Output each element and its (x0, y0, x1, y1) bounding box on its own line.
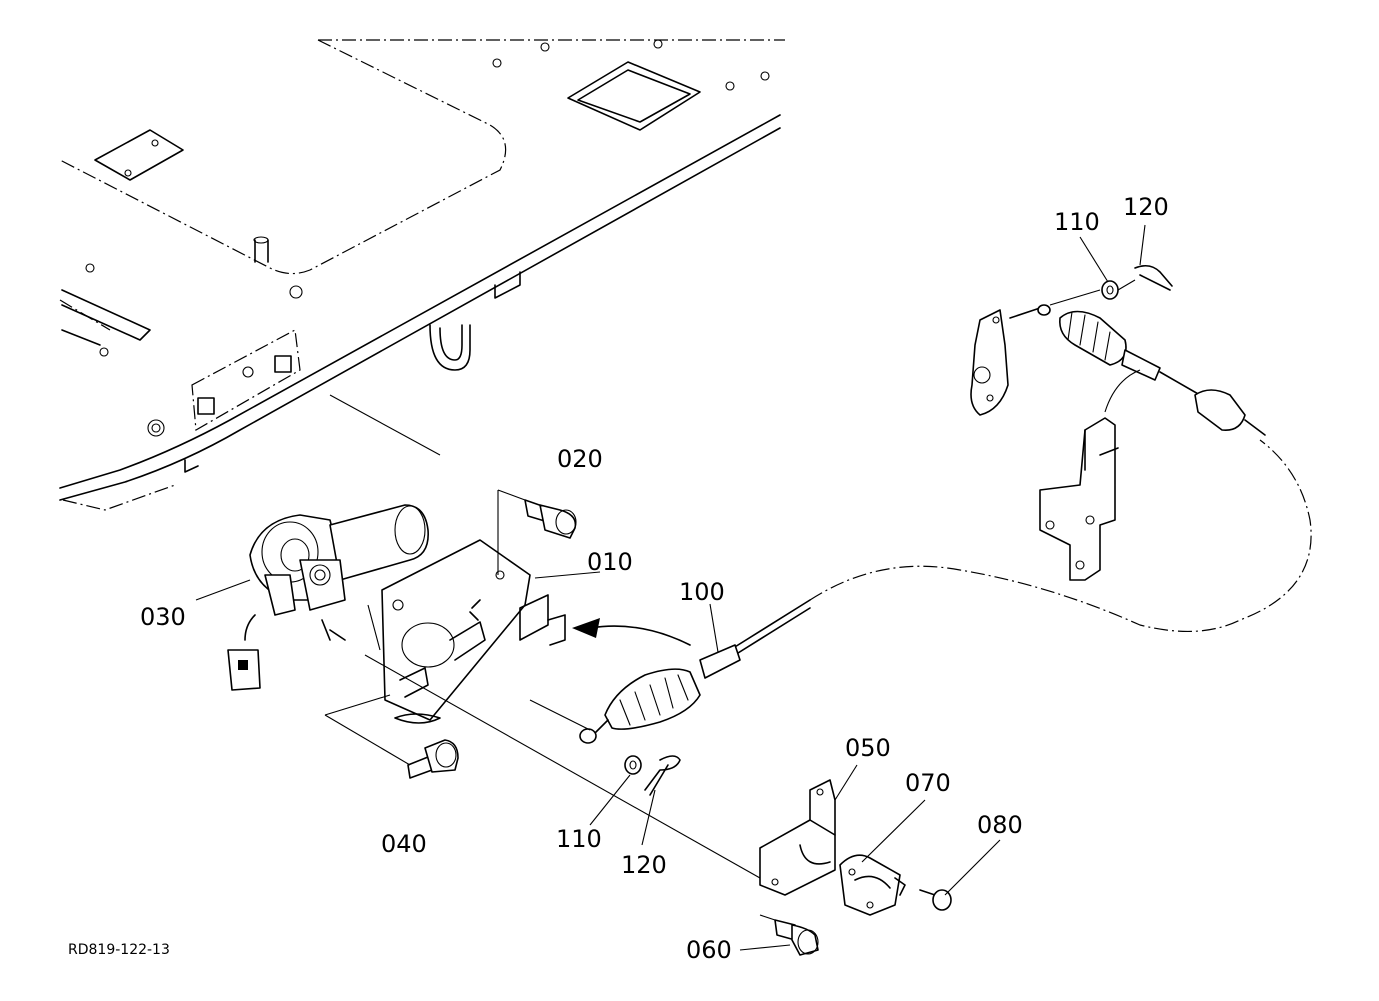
washer-pin-lower (624, 755, 681, 796)
callout-labels: 020 010 030 100 040 110 120 050 070 080 … (68, 193, 1169, 964)
callout-050: 050 (845, 734, 891, 762)
callout-040: 040 (381, 830, 427, 858)
motor-assembly (227, 504, 429, 691)
callout-060: 060 (686, 936, 732, 964)
control-cable (364, 439, 1312, 879)
callout-leaders (195, 224, 1146, 951)
sensor-070 (839, 854, 906, 916)
reference-code: RD819-122-13 (68, 942, 170, 958)
frame-bracket (1039, 369, 1141, 581)
floor-panel (59, 39, 785, 511)
upper-linkage (970, 264, 1266, 436)
bracket-plate (367, 489, 566, 724)
bolt-020 (524, 499, 577, 539)
callout-110-upper: 110 (1054, 208, 1100, 236)
screw-080 (919, 889, 952, 911)
callout-120-lower: 120 (621, 851, 667, 879)
callout-120-upper: 120 (1123, 193, 1169, 221)
bolt-060 (759, 914, 819, 956)
callout-070: 070 (905, 769, 951, 797)
callout-080: 080 (977, 811, 1023, 839)
callout-100: 100 (679, 578, 725, 606)
callout-010: 010 (587, 548, 633, 576)
callout-110-lower: 110 (556, 825, 602, 853)
bolt-040 (324, 694, 459, 779)
sensor-bracket-050 (759, 779, 836, 896)
callout-020: 020 (557, 445, 603, 473)
callout-030: 030 (140, 603, 186, 631)
